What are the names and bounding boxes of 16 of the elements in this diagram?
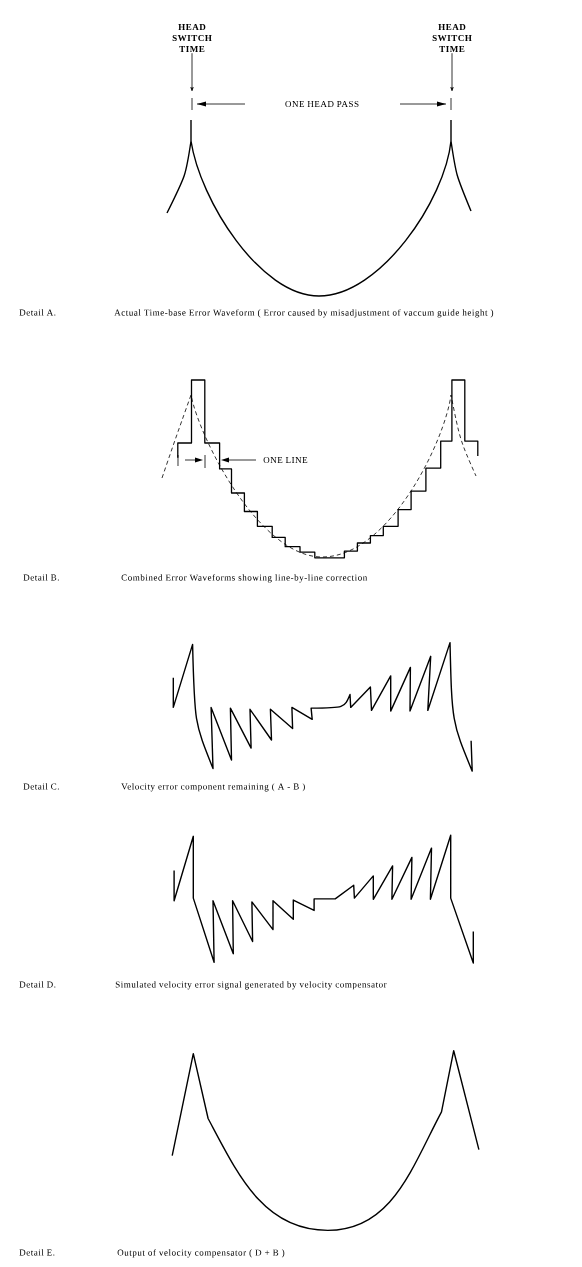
caption-text: Actual Time-base Error Waveform ( Error caused by misadjustment of vaccum guide height ): [114, 309, 494, 318]
caption-text: Simulated velocity error signal generated by velocity compensator: [115, 981, 387, 990]
detail-label: Detail D.: [19, 981, 56, 988]
switch-time-label: HEAD SWITCH TIME: [432, 24, 472, 52]
dimension-label: ONE HEAD PASS: [285, 101, 359, 108]
dimension-label: ONE LINE: [263, 457, 308, 464]
caption-text: Combined Error Waveforms showing line-by-line correction: [121, 574, 368, 583]
arrow: [450, 52, 454, 92]
switch-time-label: HEAD SWITCH TIME: [172, 24, 212, 52]
caption-text: Velocity error component remaining ( A - B ): [121, 783, 305, 792]
caption-text: Output of velocity compensator ( D + B ): [117, 1249, 285, 1258]
detail-label: Detail B.: [23, 574, 59, 581]
detail-label: Detail C.: [23, 783, 59, 790]
detail-label: Detail E.: [19, 1249, 55, 1256]
detail-label: Detail A.: [19, 309, 56, 316]
arrow: [190, 52, 194, 92]
